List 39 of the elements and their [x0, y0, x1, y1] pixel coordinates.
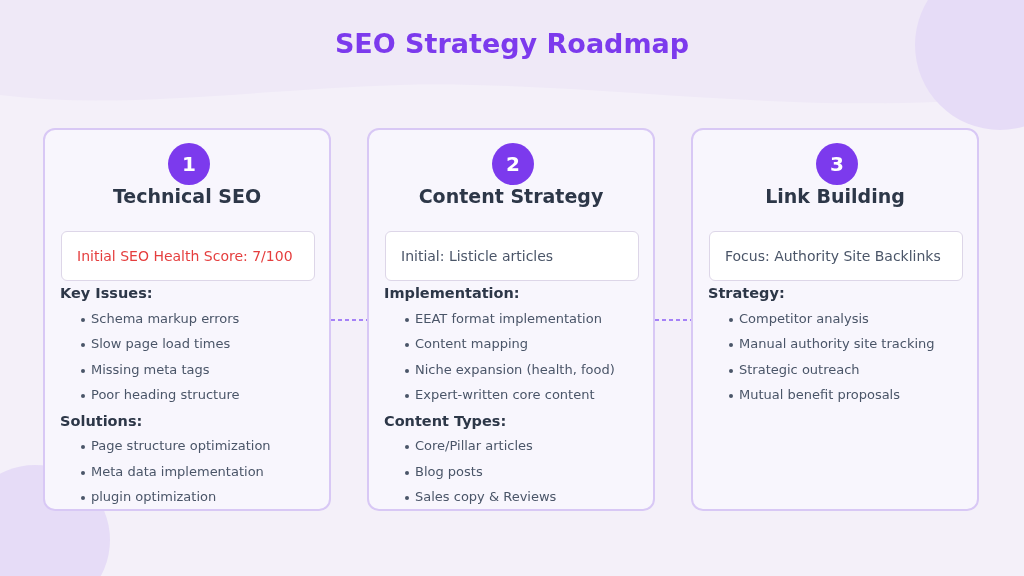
bullet-item: Missing meta tags — [91, 361, 210, 377]
step-number-badge: 3 — [816, 143, 858, 185]
bullet-item: Page structure optimization — [91, 438, 271, 453]
bullet-item: Core/Pillar articles — [415, 438, 533, 453]
section-heading: Content Types: — [384, 412, 507, 429]
step-card — [43, 128, 331, 511]
info-box — [61, 231, 315, 281]
info-box — [709, 231, 963, 281]
status-text: Initial SEO Health Score: 7/100 — [77, 248, 293, 264]
bullet-item: Poor heading structure — [91, 387, 240, 402]
bullet-item: EEAT format implementation — [415, 310, 602, 326]
status-text: Focus: Authority Site Backlinks — [725, 248, 941, 264]
bullet-item: Manual authority site tracking — [739, 336, 935, 351]
bullet-item: Sales copy & Reviews — [415, 489, 557, 504]
title: SEO Strategy Roadmap — [333, 28, 691, 59]
section-heading: Solutions: — [60, 412, 143, 429]
bullet-item: Slow page load times — [91, 336, 231, 351]
section-heading: Implementation: — [384, 285, 520, 301]
status-text: Initial: Listicle articles — [401, 248, 554, 264]
info-box — [385, 231, 639, 281]
bullet-item: Niche expansion (health, food) — [415, 361, 615, 377]
step-number-badge: 1 — [168, 143, 210, 185]
bullet-item: Competitor analysis — [739, 310, 869, 326]
section-heading: Key Issues: — [60, 285, 153, 301]
bullet-item: plugin optimization — [91, 489, 217, 504]
step-card — [367, 128, 655, 511]
bullet-item: Meta data implementation — [91, 463, 264, 479]
bullet-item: Mutual benefit proposals — [739, 387, 900, 402]
bullet-item: Content mapping — [415, 336, 529, 351]
bullet-item: Expert-written core content — [415, 387, 595, 402]
card-heading: Technical SEO — [111, 185, 263, 207]
card-heading: Content Strategy — [417, 185, 605, 207]
bullet-item: Schema markup errors — [91, 310, 240, 326]
bullet-item: Strategic outreach — [739, 361, 860, 377]
section-heading: Strategy: — [708, 285, 785, 301]
card-heading: Link Building — [764, 185, 906, 207]
step-card — [691, 128, 979, 511]
step-number-badge: 2 — [492, 143, 534, 185]
bullet-item: Blog posts — [415, 463, 483, 479]
